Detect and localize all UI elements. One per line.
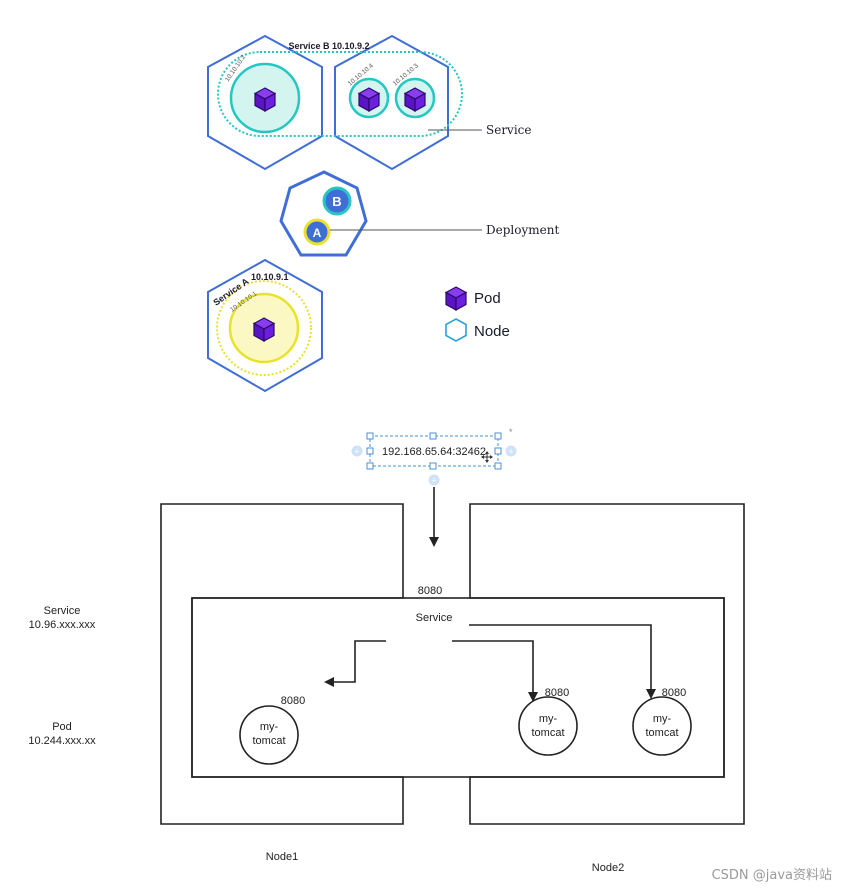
endpoint-label: 192.168.65.64:32462 [382, 446, 486, 458]
pod-icon [404, 87, 426, 112]
service-name-label: Service [416, 612, 453, 624]
endpoint-textbox[interactable]: * + + + 192.168.65.64:32462 [351, 427, 517, 486]
pod-icon [254, 87, 276, 112]
deployment-callout-label: Deployment [486, 223, 559, 237]
resize-handle[interactable] [494, 432, 502, 440]
deployment-badge-b [322, 186, 352, 216]
node1-frame [160, 503, 404, 825]
pod-circle [239, 705, 299, 765]
resize-handle[interactable] [366, 447, 374, 455]
pod-name-line2: tomcat [645, 727, 678, 739]
resize-handle[interactable] [366, 462, 374, 470]
resize-handle[interactable] [429, 432, 437, 440]
pod-port-label: 8080 [281, 695, 305, 707]
service-box [191, 597, 725, 778]
node2-label: Node2 [592, 862, 624, 874]
plus-icon: + [508, 447, 513, 457]
node2-frame [469, 503, 745, 825]
connect-point[interactable] [428, 474, 440, 486]
resize-handle[interactable] [429, 462, 437, 470]
bottom-network-diagram: * + + + 192.168.65.64:32462 8080 Service [28, 427, 745, 874]
left-pod-cidr: 10.244.xxx.xx [28, 735, 96, 747]
left-pod-label: Pod [52, 721, 72, 733]
pod-name-line1: my- [653, 713, 672, 725]
resize-handle[interactable] [494, 447, 502, 455]
deployment-badge-a-label: A [313, 226, 322, 240]
pod-circle [518, 696, 578, 756]
pod-name-line1: my- [539, 713, 558, 725]
left-service-cidr: 10.96.xxx.xxx [29, 619, 96, 631]
pod-icon [253, 317, 275, 342]
resize-handle[interactable] [366, 432, 374, 440]
legend-node-label: Node [474, 323, 510, 340]
service-port-label: 8080 [418, 585, 442, 597]
pod-name-line1: my- [260, 721, 279, 733]
legend-pod-label: Pod [474, 290, 501, 307]
left-service-label: Service [44, 605, 81, 617]
legend-node-icon [445, 318, 467, 342]
pod-icon [358, 87, 380, 112]
pod-port-label: 8080 [662, 687, 686, 699]
service-a-boundary [216, 280, 312, 376]
node1-label: Node1 [266, 851, 298, 863]
route-arrow-pod2 [452, 640, 538, 702]
service-callout-label: Service [486, 123, 532, 137]
deployment-badge-a [303, 218, 331, 246]
pod-port-label: 8080 [545, 687, 569, 699]
move-cursor-icon [481, 451, 493, 463]
pod-name-line2: tomcat [531, 727, 564, 739]
plus-icon: + [431, 476, 436, 486]
asterisk-marker: * [509, 427, 513, 437]
route-arrow-pod3 [469, 624, 656, 699]
route-arrow-pod1 [324, 640, 386, 687]
plus-icon: + [354, 447, 359, 457]
pod-name-line2: tomcat [252, 735, 285, 747]
pod-circle [632, 696, 692, 756]
deployment-badge-b-label: B [332, 194, 341, 209]
service-b-boundary [217, 51, 463, 137]
connect-point[interactable] [351, 445, 363, 457]
resize-handle[interactable] [494, 462, 502, 470]
service-b-label: Service B 10.10.9.2 [288, 41, 369, 51]
top-kubernetes-illustration: Service B 10.10.9.2 10.10.10.2 10.10.10.… [207, 34, 559, 393]
service-a-ip-label: 10.10.9.1 [251, 272, 289, 282]
connect-point[interactable] [505, 445, 517, 457]
csdn-watermark: CSDN @java资料站 [711, 868, 832, 883]
legend-pod-icon [445, 286, 467, 311]
